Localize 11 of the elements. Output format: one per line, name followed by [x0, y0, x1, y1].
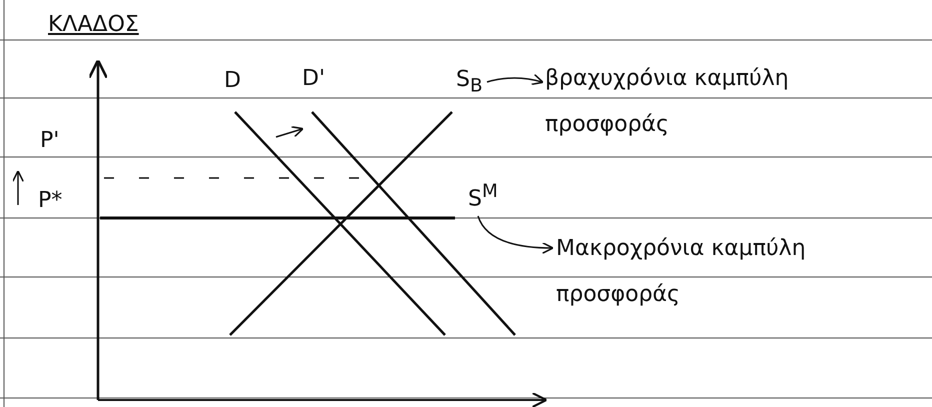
annotation-text: Μακροχρόνια καμπύλη προσφοράς — [556, 226, 846, 318]
arrow — [486, 74, 544, 86]
arrow — [477, 216, 554, 254]
heading: ΚΛΑΔΟΣ — [48, 12, 139, 38]
curve-label: D' — [302, 66, 325, 92]
curve-label: S$_{Β}$ — [456, 66, 483, 98]
annotation-text: βραχυχρόνια καμπύλη προσφοράς — [545, 56, 805, 148]
curve-label: D — [224, 68, 241, 94]
curve-label: S$^{Μ}$ — [468, 180, 498, 214]
curve-label: P' — [40, 128, 60, 154]
curve-label: P* — [38, 188, 62, 214]
